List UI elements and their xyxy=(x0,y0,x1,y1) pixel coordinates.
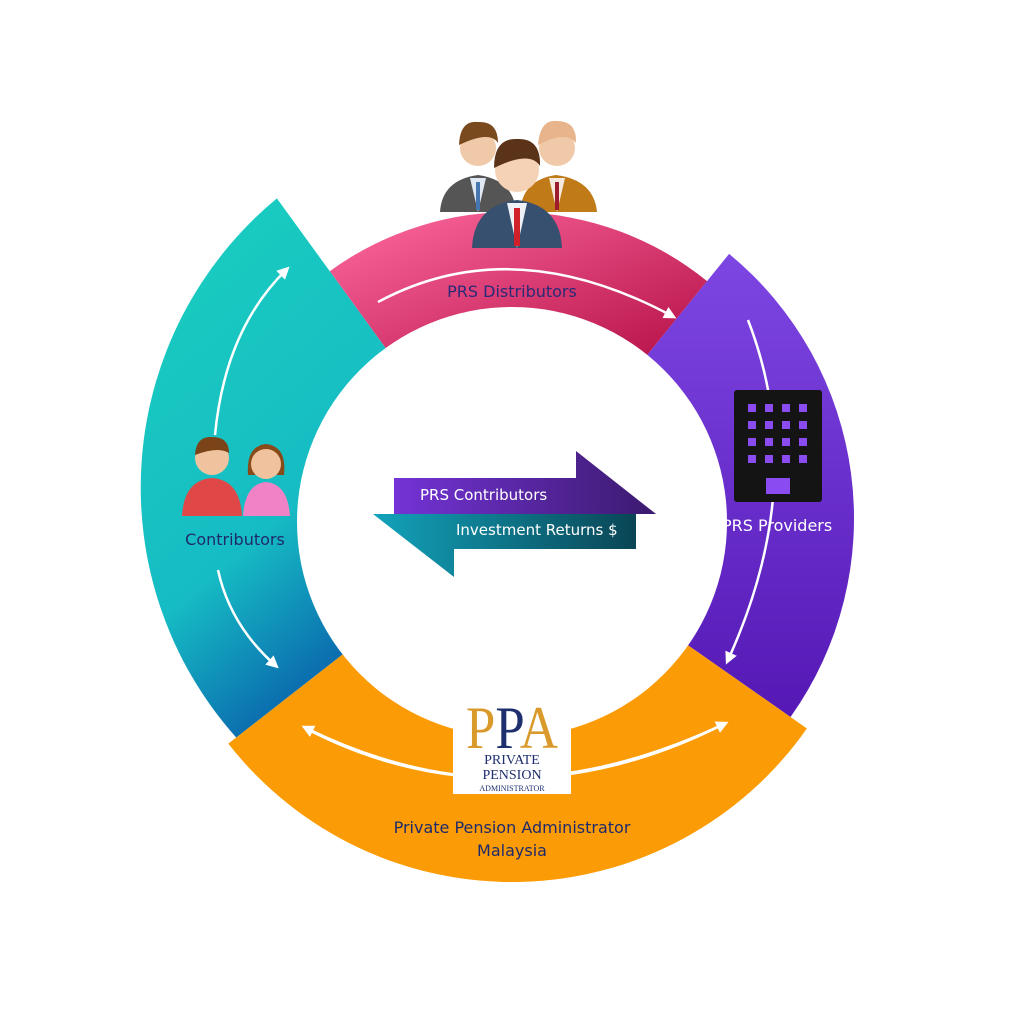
investment-returns-arrow xyxy=(373,514,636,577)
building-window xyxy=(782,421,790,429)
ppa-logo-line2: PENSION xyxy=(482,768,541,783)
ppa-logo-letters: PPA xyxy=(466,695,558,761)
distributors-segment xyxy=(329,212,708,363)
building-window xyxy=(799,421,807,429)
ppa-logo-line3: ADMINISTRATOR xyxy=(479,784,545,793)
building-window xyxy=(782,455,790,463)
building-window xyxy=(748,421,756,429)
building-icon xyxy=(734,390,822,502)
ppa-logo: PPA PRIVATE PENSION ADMINISTRATOR xyxy=(453,688,571,794)
ppa-letter: A xyxy=(520,695,558,761)
building-window xyxy=(748,404,756,412)
building-window xyxy=(782,438,790,446)
investment-returns-label: Investment Returns $ xyxy=(456,521,618,539)
building-window xyxy=(782,404,790,412)
building-window xyxy=(748,455,756,463)
arrow-contributors-to-administrator-side xyxy=(216,569,279,669)
distributors-label: PRS Distributors xyxy=(447,282,577,301)
building-window xyxy=(765,404,773,412)
prs-contributors-arrow xyxy=(394,451,656,514)
administrator-label: Private Pension Administrator Malaysia xyxy=(362,816,662,862)
contributors-label: Contributors xyxy=(185,530,285,549)
building-window xyxy=(799,438,807,446)
ppa-letter: P xyxy=(495,695,522,761)
building-window xyxy=(765,421,773,429)
arrow-distributors-to-providers xyxy=(377,267,677,319)
building-window xyxy=(799,404,807,412)
contributors-people-icon xyxy=(182,436,290,516)
providers-label: PRS Providers xyxy=(722,516,833,535)
ppa-logo-line1: PRIVATE xyxy=(484,753,540,768)
administrator-label-line1: Private Pension Administrator xyxy=(393,818,631,837)
prs-contributors-label: PRS Contributors xyxy=(420,486,548,504)
distributors-people-icon xyxy=(440,120,597,248)
ppa-letter: P xyxy=(466,695,495,761)
building-window xyxy=(765,455,773,463)
building-window xyxy=(748,438,756,446)
building-window xyxy=(799,455,807,463)
building-window xyxy=(765,438,773,446)
administrator-label-line2: Malaysia xyxy=(477,841,547,860)
arrow-contributors-to-distributors xyxy=(213,266,290,436)
